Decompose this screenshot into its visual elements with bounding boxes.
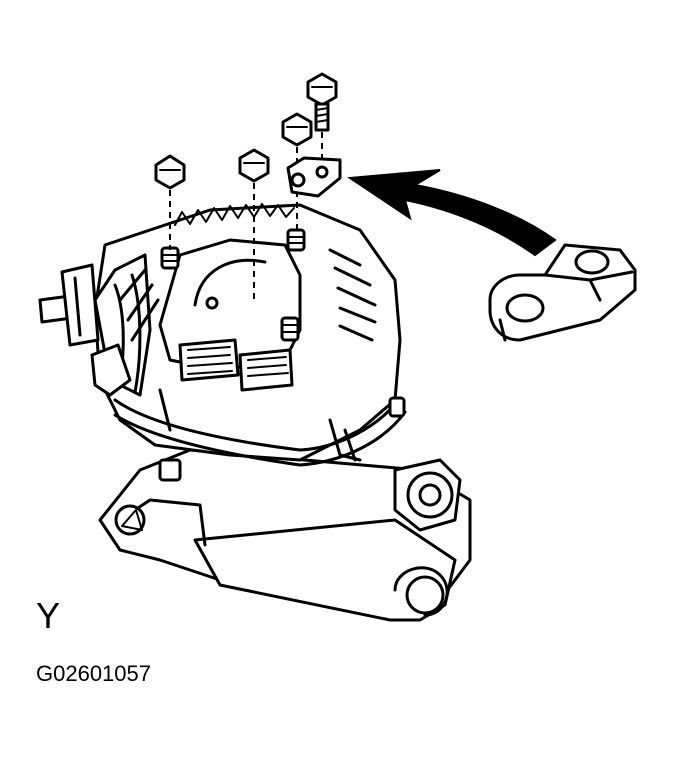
bolt-center: [238, 148, 270, 300]
figure-code: G02601057: [36, 661, 151, 686]
pointer-arrow: [347, 169, 557, 257]
bolt-left: [154, 154, 186, 250]
bracket-installed: [286, 156, 342, 198]
studs: [158, 228, 406, 482]
view-label: Y: [36, 595, 61, 636]
alternator-body: [93, 203, 407, 467]
bolt-bracket-long: [306, 72, 338, 160]
alternator-lower-housing: [98, 448, 472, 622]
connector-plug: [38, 263, 132, 397]
terminal-bracket-detail: [488, 243, 637, 342]
adjuster-bolt: [393, 458, 462, 532]
